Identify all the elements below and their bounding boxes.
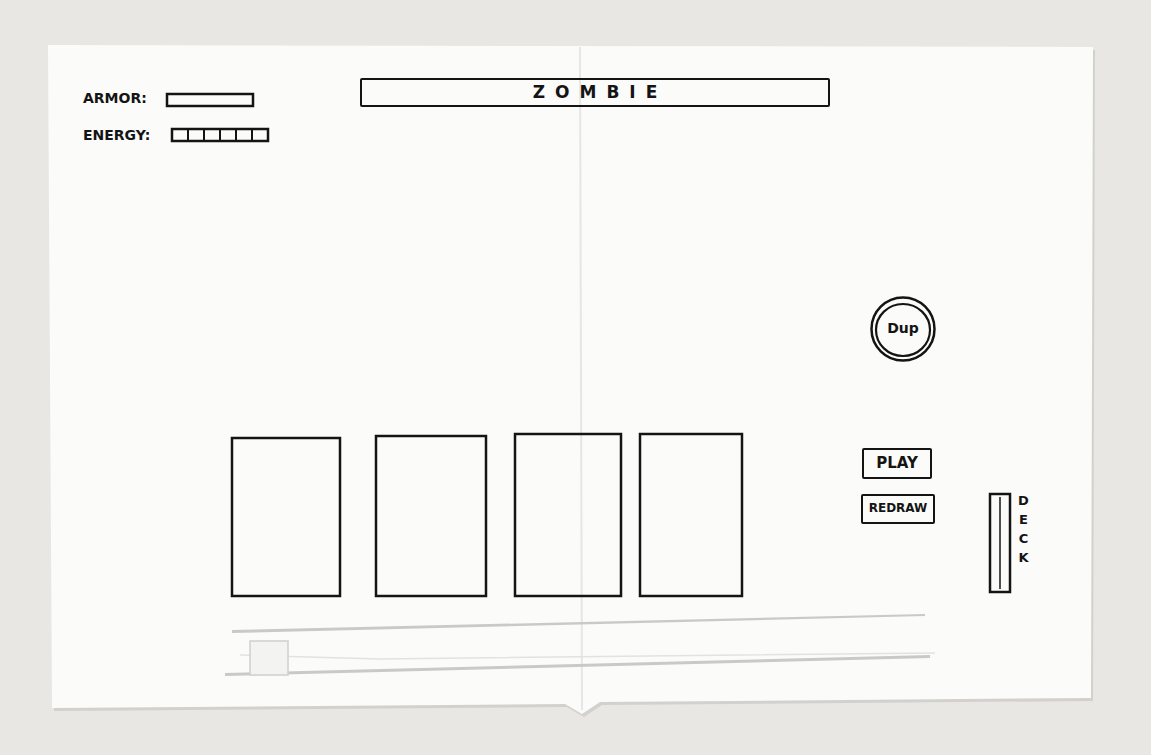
card-slot: [640, 434, 742, 596]
slider-slot-top: [232, 614, 925, 633]
slider-crease: [240, 653, 935, 659]
card-slot: [232, 438, 340, 596]
dup-button: Dup: [870, 296, 936, 362]
paper-sheet: [48, 45, 1093, 714]
deck-pile: [990, 494, 1010, 592]
slider-knob: [250, 641, 288, 675]
play-button: PLAY: [862, 448, 932, 479]
energy-bar-frame: [172, 129, 268, 141]
energy-bar-cells: [188, 129, 252, 141]
deck-label: DECK: [1017, 492, 1030, 567]
armor-label: ARMOR:: [83, 90, 147, 106]
button-text: PLAY: [876, 455, 918, 472]
button-text: ZOMBIE: [523, 83, 668, 102]
card-slot: [376, 436, 486, 596]
inner-ring: [876, 304, 930, 356]
energy-bar: [172, 129, 268, 141]
card-slot: [515, 434, 621, 596]
zombie-health-bar: ZOMBIE: [360, 78, 830, 107]
redraw-button: REDRAW: [861, 494, 936, 524]
deck-pile-edge: [999, 497, 1001, 589]
paper-fold: [580, 47, 582, 710]
energy-label: ENERGY:: [83, 127, 150, 143]
button-text: REDRAW: [869, 502, 928, 515]
outer-ring: [872, 298, 935, 361]
armor-bar: [167, 94, 253, 106]
button-text: Dup: [887, 321, 919, 336]
